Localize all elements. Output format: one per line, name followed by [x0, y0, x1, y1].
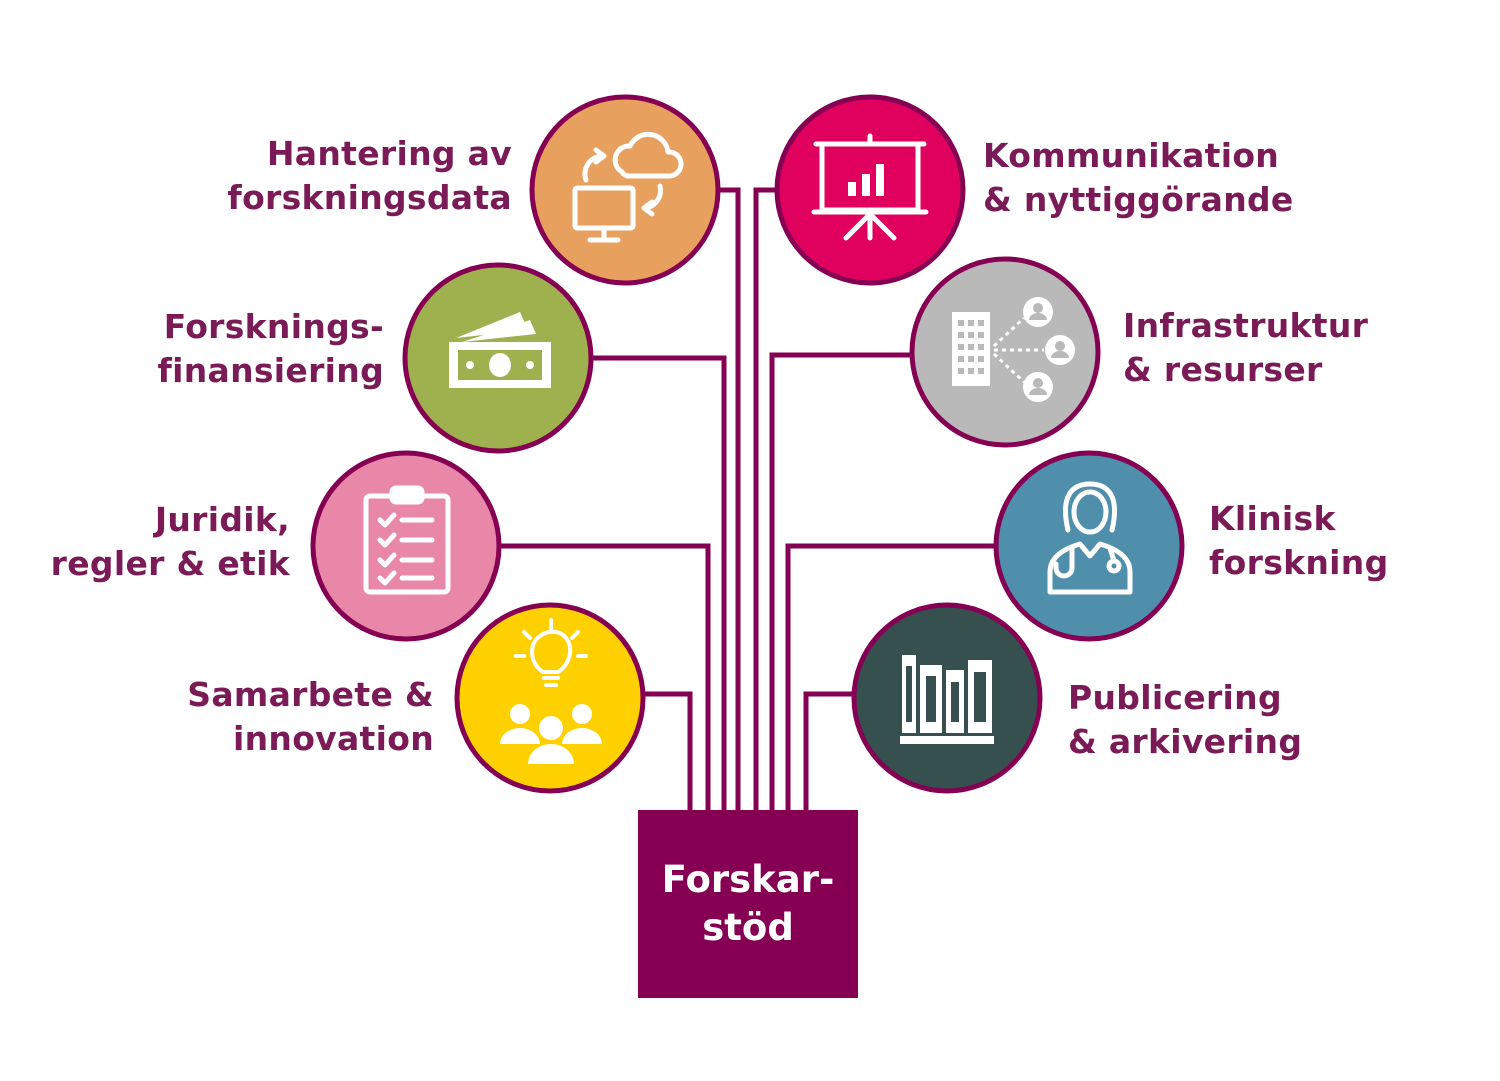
cloud-computer-sync-icon [572, 131, 684, 243]
connector-law [500, 543, 711, 810]
label-publishing: Publicering & arkivering [1068, 678, 1303, 761]
connector-infrastructure [769, 352, 912, 810]
node-circle [454, 602, 646, 794]
node-funding [402, 262, 594, 454]
node-collaboration [454, 602, 646, 794]
clipboard-checklist-icon [363, 485, 451, 595]
node-law [310, 450, 502, 642]
label-funding: Forsknings- finansiering [157, 307, 384, 390]
connector-lines [500, 187, 996, 810]
label-data: Hantering av forskningsdata [227, 134, 512, 217]
lightbulb-team-icon [500, 618, 602, 764]
label-communication: Kommunikation & nyttiggörande [983, 136, 1294, 219]
hub-label-line2: stöd [702, 906, 794, 949]
connector-publishing [803, 691, 854, 810]
connector-funding [592, 355, 727, 810]
connector-collaboration [643, 691, 693, 810]
label-law: Juridik, regler & etik [50, 500, 290, 583]
label-collaboration: Samarbete & innovation [187, 675, 434, 758]
label-infrastructure: Infrastruktur & resurser [1123, 306, 1369, 389]
node-clinical [993, 450, 1185, 642]
node-circle [310, 450, 502, 642]
building-network-icon [952, 297, 1075, 402]
connector-clinical [785, 543, 996, 810]
hub-label-line1: Forskar- [661, 858, 835, 901]
bar-chart-icon [848, 164, 884, 196]
node-publishing [851, 602, 1043, 794]
label-clinical: Klinisk forskning [1209, 499, 1389, 582]
node-data [529, 94, 721, 286]
connector-communication [753, 187, 776, 810]
presentation-chart-icon [811, 133, 929, 241]
node-communication [774, 94, 966, 286]
doctor-icon [1047, 481, 1133, 595]
node-circle [993, 450, 1185, 642]
money-icon [449, 312, 551, 388]
connector-data [718, 187, 741, 810]
node-infrastructure [909, 256, 1101, 448]
hub-box: Forskar- stöd [638, 810, 858, 998]
